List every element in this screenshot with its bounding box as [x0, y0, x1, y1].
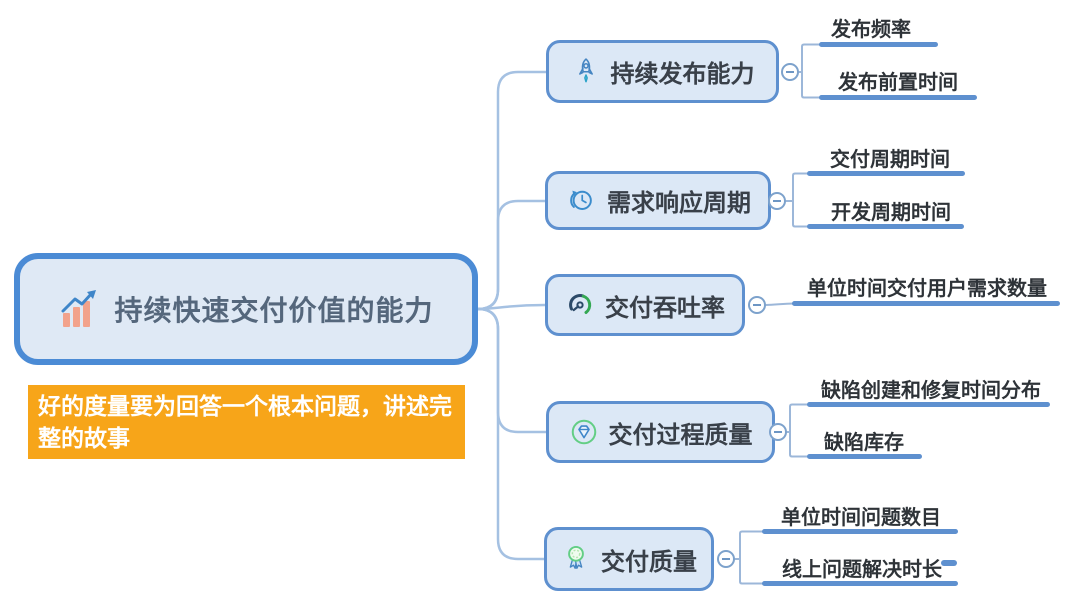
- child-node[interactable]: 线上问题解决时长: [782, 559, 942, 581]
- minus-icon: [722, 558, 730, 560]
- collapse-button[interactable]: [717, 550, 735, 568]
- minus-icon: [786, 71, 794, 73]
- child-underline: [762, 581, 958, 586]
- collapse-button[interactable]: [781, 63, 799, 81]
- child-underline: [807, 171, 965, 176]
- branch-label: 交付过程质量: [608, 421, 753, 449]
- child-node[interactable]: 交付周期时间: [830, 149, 950, 171]
- gauge-icon: [565, 290, 595, 320]
- branch-node-delivery-quality[interactable]: 交付质量: [544, 527, 714, 591]
- note-text: 好的度量要为回答一个根本问题，讲述完整的故事: [38, 393, 452, 451]
- child-underline: [807, 224, 964, 229]
- branch-node-response-cycle[interactable]: 需求响应周期: [545, 171, 771, 230]
- collapse-button[interactable]: [768, 192, 786, 210]
- child-underline: [819, 42, 938, 47]
- clock-icon: [565, 186, 597, 216]
- branch-node-continuous-release[interactable]: 持续发布能力: [546, 40, 779, 103]
- branch-label: 交付吞吐率: [605, 294, 725, 322]
- child-node[interactable]: 发布前置时间: [838, 72, 958, 94]
- child-underline: [807, 402, 1050, 407]
- minus-icon: [753, 304, 761, 306]
- child-node[interactable]: 缺陷库存: [824, 432, 904, 454]
- branch-node-process-quality[interactable]: 交付过程质量: [546, 401, 775, 463]
- medal-icon: [561, 543, 591, 575]
- note-card[interactable]: 好的度量要为回答一个根本问题，讲述完整的故事: [28, 385, 465, 459]
- branch-label: 需求响应周期: [607, 190, 751, 217]
- child-node[interactable]: 缺陷创建和修复时间分布: [821, 380, 1041, 402]
- branch-label: 交付质量: [601, 548, 697, 576]
- child-node[interactable]: 开发周期时间: [831, 202, 951, 224]
- child-underline: [819, 95, 977, 100]
- child-underline: [792, 301, 1060, 306]
- branch-label: 持续发布能力: [610, 61, 755, 88]
- branch-node-throughput[interactable]: 交付吞吐率: [545, 274, 745, 336]
- collapse-button[interactable]: [769, 423, 787, 441]
- bar-chart-icon: [58, 289, 102, 329]
- child-node[interactable]: 单位时间交付用户需求数量: [807, 278, 1047, 300]
- child-underline: [807, 454, 922, 459]
- child-node[interactable]: 发布频率: [831, 19, 911, 41]
- child-underline: [762, 529, 958, 534]
- diamond-icon: [569, 417, 599, 447]
- rocket-icon: [571, 56, 601, 88]
- minus-icon: [774, 431, 782, 433]
- node-dash-icon: [941, 560, 957, 566]
- minus-icon: [773, 200, 781, 202]
- collapse-button[interactable]: [748, 296, 766, 314]
- child-node[interactable]: 单位时间问题数目: [781, 507, 941, 529]
- root-node[interactable]: 持续快速交付价值的能力: [14, 253, 478, 365]
- root-label: 持续快速交付价值的能力: [114, 295, 434, 326]
